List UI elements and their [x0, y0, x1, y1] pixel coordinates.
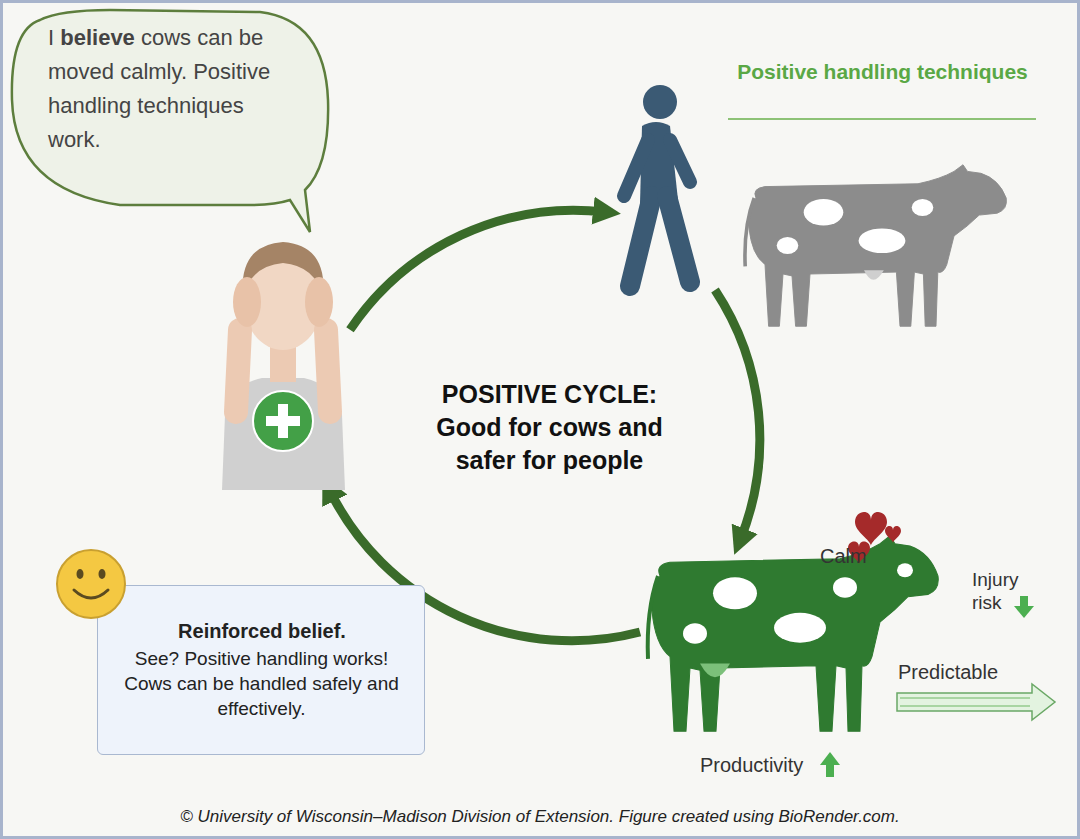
calm-cow-stage: CalmInjury riskPredictableProductivity [640, 540, 1070, 790]
thinking-person [326, 330, 330, 412]
cycle-arrow [350, 210, 605, 330]
hearts [855, 512, 887, 546]
down-arrow [1014, 606, 1034, 618]
grey-cow [859, 228, 906, 253]
predictable-arrow [897, 684, 1055, 720]
grey-cow [777, 237, 799, 254]
green-cow [648, 536, 939, 732]
box-heading: Reinforced belief. [112, 618, 412, 644]
walking-person [630, 196, 652, 286]
outcome-label: Injury risk [972, 568, 1034, 614]
thinking-person [253, 391, 313, 451]
down-arrow [1014, 596, 1034, 618]
smiley-face [77, 569, 84, 579]
smiley-face [57, 550, 125, 618]
stage-heading: Positive handling techniques [730, 58, 1035, 86]
outcome-label: Predictable [898, 660, 1028, 684]
heading-rule [728, 118, 1036, 120]
predictable-arrow [897, 684, 1055, 720]
speech-bubble [12, 10, 328, 232]
up-arrow [820, 752, 840, 777]
walking-person [643, 85, 677, 119]
outcome-label: Productivity [700, 753, 830, 777]
reinforced-belief-box: Reinforced belief.See? Positive handling… [97, 585, 425, 755]
cycle-arrow [715, 290, 760, 540]
grey-cow [745, 165, 1007, 327]
down-arrow [1020, 596, 1028, 607]
walking-person [624, 85, 690, 286]
predictable-arrow [900, 697, 1030, 699]
up-arrow [826, 764, 834, 777]
green-cow [833, 577, 857, 598]
grey-cow [912, 199, 934, 216]
thinking-person [222, 242, 345, 490]
thinking-person [236, 330, 240, 412]
emphasis: believe [60, 25, 135, 50]
grey-cow [864, 270, 884, 280]
bubble-text: I believe cows can be moved calmly. Posi… [48, 21, 293, 157]
grey-cow [804, 199, 844, 226]
walking-person [624, 140, 648, 196]
cycle-title: POSITIVE CYCLE: Good for cows and safer … [417, 378, 682, 477]
up-arrow [820, 752, 840, 765]
thinking-person [305, 277, 333, 327]
green-cow [897, 563, 913, 577]
green-cow [683, 623, 707, 644]
walking-person [667, 196, 690, 282]
predictable-arrow [900, 705, 1030, 707]
hearts [885, 526, 901, 543]
thinking-person [266, 416, 300, 426]
grey-cow [745, 165, 1007, 327]
green-cow [774, 613, 826, 643]
green-cow [700, 663, 730, 677]
outcome-label: Calm [820, 544, 880, 568]
smiley-face [99, 569, 106, 579]
smiley-face [57, 550, 125, 618]
handling-stage: Positive handling techniques [605, 55, 1045, 290]
box-body: See? Positive handling works! Cows can b… [124, 646, 399, 721]
smiley-face [74, 590, 108, 598]
green-cow [648, 536, 939, 732]
walking-person [670, 140, 690, 182]
green-cow [713, 577, 757, 609]
figure-caption: © University of Wisconsin–Madison Divisi… [0, 806, 1080, 828]
belief-bubble: I believe cows can be moved calmly. Posi… [8, 3, 350, 490]
thinking-person [233, 277, 261, 327]
